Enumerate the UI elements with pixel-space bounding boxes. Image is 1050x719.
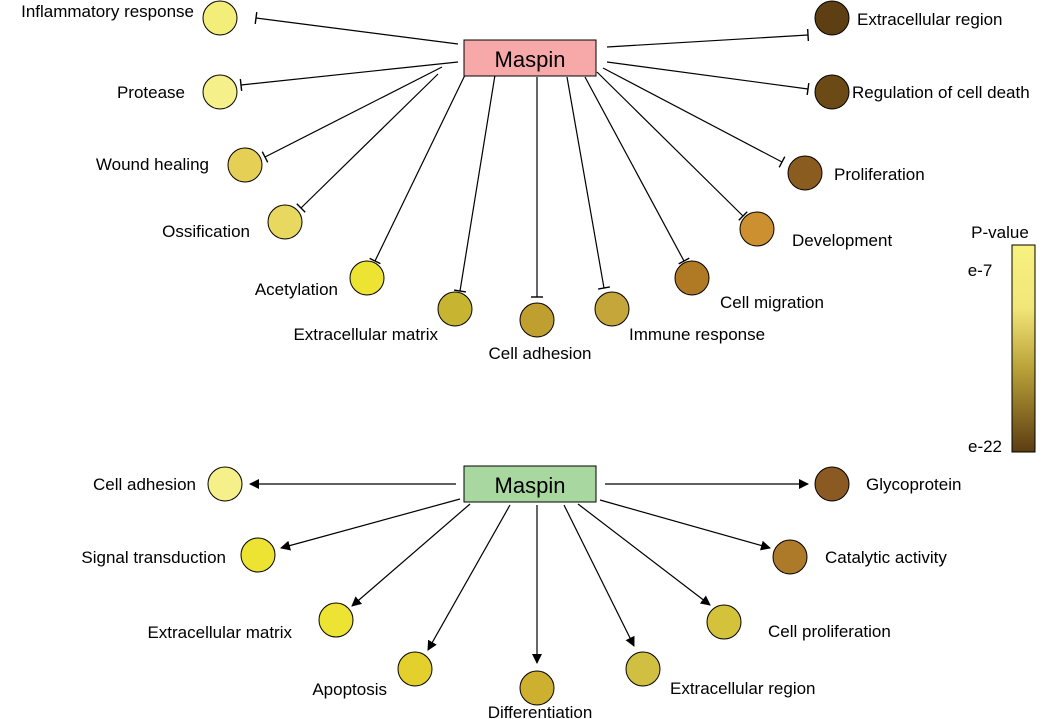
term-node-cell-adhesion xyxy=(519,302,555,338)
term-label-immune-response: Immune response xyxy=(629,325,765,344)
term-node-cell-migration xyxy=(674,260,710,296)
maspin-hub-label-activator: Maspin xyxy=(495,473,566,498)
term-node-signal-transduction xyxy=(240,537,276,573)
term-node-apoptosis xyxy=(397,651,433,687)
term-node-proliferation xyxy=(787,155,823,191)
term-label-protease: Protease xyxy=(117,83,185,102)
inhibition-bar-immune-response xyxy=(597,286,611,290)
inhibition-edge-extracellular-region xyxy=(606,34,809,48)
activation-edge-extracellular-region xyxy=(563,504,635,647)
legend-color-bar xyxy=(1011,244,1036,453)
inhibition-edge-immune-response xyxy=(566,76,605,289)
term-node-regulation-of-cell-death xyxy=(814,74,850,110)
maspin-hub-label-inhibitor: Maspin xyxy=(495,47,566,72)
term-node-development xyxy=(739,211,775,247)
term-label-development: Development xyxy=(792,231,892,250)
activation-edge-extracellular-matrix xyxy=(351,503,471,607)
term-label-extracellular-region: Extracellular region xyxy=(857,10,1003,29)
inhibition-edge-regulation-of-cell-death xyxy=(606,61,809,90)
term-label-wound-healing: Wound healing xyxy=(96,155,209,174)
term-node-catalytic-activity xyxy=(772,539,808,575)
inhibition-bar-ossification xyxy=(296,203,306,213)
term-label-inflammatory-response: Inflammatory response xyxy=(21,2,194,21)
inhibition-bar-cell-migration xyxy=(678,257,690,265)
term-node-acetylation xyxy=(349,260,385,296)
p-value-legend: P-value e-7 e-22 xyxy=(968,223,1036,456)
term-node-protease xyxy=(202,74,238,110)
inhibition-edge-wound-healing xyxy=(264,66,443,158)
inhibition-bar-regulation-of-cell-death xyxy=(806,82,810,96)
term-node-differentiation xyxy=(519,670,555,706)
term-label-extracellular-matrix: Extracellular matrix xyxy=(293,325,438,344)
term-label-proliferation: Proliferation xyxy=(834,165,925,184)
maspin-hub-box-inhibitor xyxy=(463,39,597,77)
term-node-immune-response xyxy=(594,291,630,327)
activation-edge-cell-proliferation xyxy=(577,503,711,606)
inhibition-edge-cell-migration xyxy=(584,76,685,262)
inhibition-bar-extracellular-matrix xyxy=(453,289,467,293)
term-node-inflammatory-response xyxy=(202,0,238,36)
inhibition-edge-acetylation xyxy=(374,74,466,262)
activation-edge-apoptosis xyxy=(427,504,511,651)
term-label-acetylation: Acetylation xyxy=(255,280,338,299)
term-label-glycoprotein: Glycoprotein xyxy=(866,475,961,494)
term-node-extracellular-matrix xyxy=(437,291,473,327)
inhibition-bar-acetylation xyxy=(369,257,381,265)
term-node-cell-adhesion xyxy=(207,466,243,502)
inhibition-edge-ossification xyxy=(300,73,439,209)
legend-bottom-label: e-22 xyxy=(968,437,1002,456)
inhibited-edges xyxy=(239,11,810,298)
term-label-cell-adhesion: Cell adhesion xyxy=(93,475,196,494)
activated-edges xyxy=(249,479,809,664)
activation-edge-catalytic-activity xyxy=(599,499,771,551)
inhibition-edge-proliferation xyxy=(602,67,783,163)
term-label-cell-adhesion: Cell adhesion xyxy=(488,344,591,363)
term-node-glycoprotein xyxy=(814,466,850,502)
inhibition-bar-development xyxy=(738,211,748,221)
term-label-cell-proliferation: Cell proliferation xyxy=(768,622,891,641)
term-label-extracellular-matrix: Extracellular matrix xyxy=(147,623,292,642)
inhibition-bar-extracellular-region xyxy=(806,28,810,42)
term-label-differentiation: Differentiation xyxy=(488,703,593,719)
term-label-apoptosis: Apoptosis xyxy=(312,680,387,699)
term-node-ossification xyxy=(267,204,303,240)
term-node-extracellular-matrix xyxy=(318,602,354,638)
maspin-hub-box-activator xyxy=(463,465,597,503)
inhibition-edge-protease xyxy=(240,61,459,86)
legend-title: P-value xyxy=(971,223,1029,242)
activation-edge-signal-transduction xyxy=(280,498,461,551)
term-label-ossification: Ossification xyxy=(162,222,250,241)
inhibition-edge-development xyxy=(596,71,744,217)
term-node-wound-healing xyxy=(227,147,263,183)
inhibition-bar-inflammatory-response xyxy=(254,11,258,25)
term-node-extracellular-region xyxy=(625,651,661,687)
inhibition-edge-extracellular-matrix xyxy=(459,74,496,292)
term-label-extracellular-region: Extracellular region xyxy=(670,679,816,698)
inhibition-edge-inflammatory-response xyxy=(255,17,459,45)
legend-top-label: e-7 xyxy=(968,261,993,280)
term-node-cell-proliferation xyxy=(706,604,742,640)
term-label-cell-migration: Cell migration xyxy=(720,293,824,312)
term-label-signal-transduction: Signal transduction xyxy=(81,548,226,567)
term-label-regulation-of-cell-death: Regulation of cell death xyxy=(852,83,1030,102)
inhibition-bar-wound-healing xyxy=(261,151,269,163)
term-label-catalytic-activity: Catalytic activity xyxy=(825,548,947,567)
term-node-extracellular-region xyxy=(814,0,850,36)
inhibition-bar-protease xyxy=(239,78,243,92)
inhibition-bar-proliferation xyxy=(778,156,786,168)
